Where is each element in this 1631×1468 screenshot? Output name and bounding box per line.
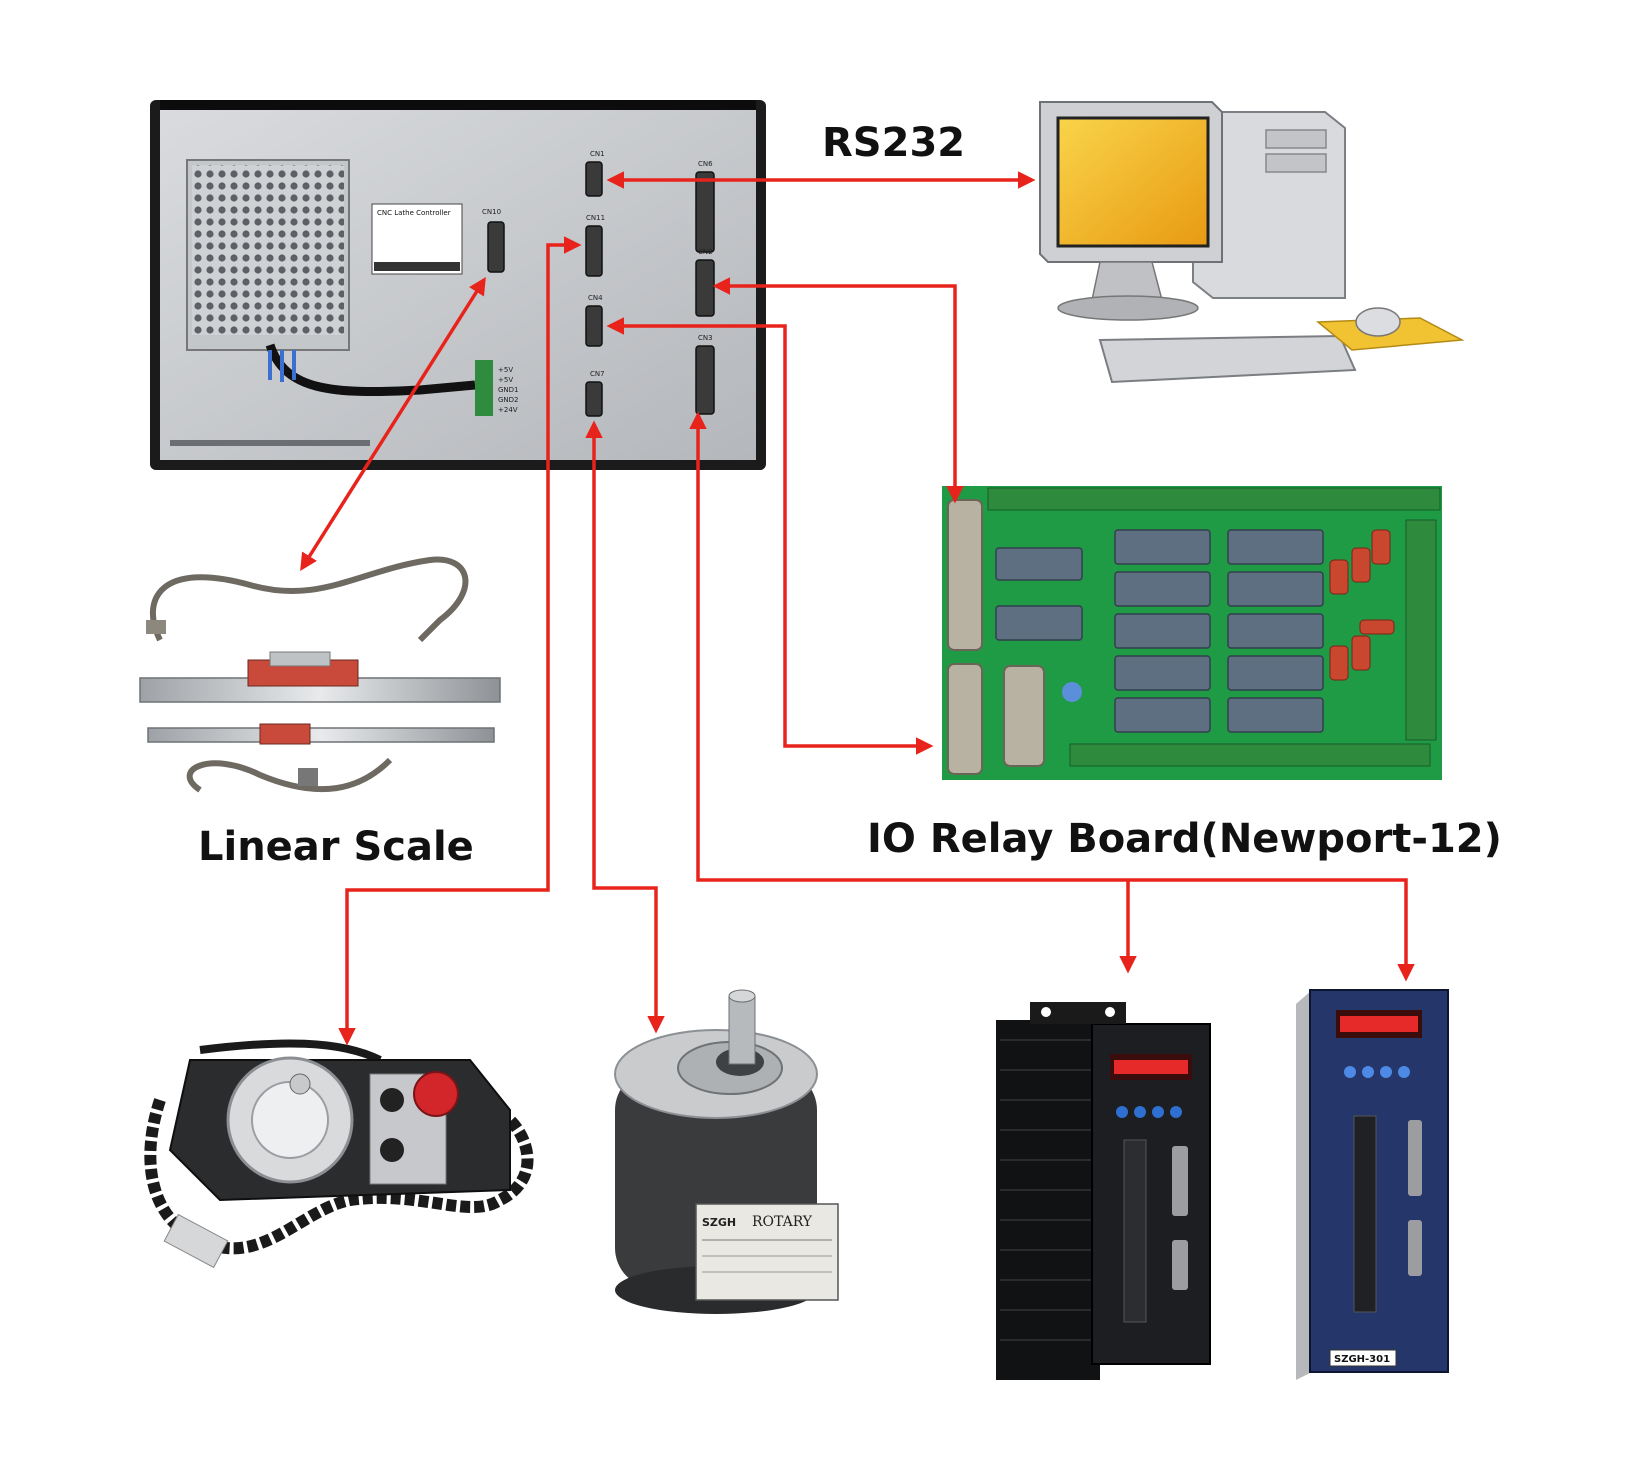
io-relay-board — [942, 486, 1442, 780]
terminal-label: GND2 — [498, 396, 519, 404]
port-label: CN11 — [586, 214, 605, 222]
port-label: CN10 — [482, 208, 501, 216]
cnc-controller: CNC Lathe Controller +5V +5V GND1 GND2 +… — [150, 100, 766, 470]
mpg-handwheel — [144, 1039, 534, 1269]
port-label: CN1 — [590, 150, 605, 158]
rs232-label: RS232 — [822, 120, 966, 166]
port-label: CN3 — [698, 334, 713, 342]
terminal-label: +24V — [498, 406, 518, 414]
terminal-label: +5V — [498, 376, 513, 384]
rotary-encoder: SZGH ROTARY — [614, 989, 839, 1314]
servo-drive-2: SZGH-301 — [1296, 989, 1449, 1380]
io-relay-board-label: IO Relay Board(Newport-12) — [867, 816, 1502, 862]
servo-model-tag: SZGH-301 — [1334, 1354, 1390, 1365]
terminal-label: GND1 — [498, 386, 519, 394]
encoder-brand: SZGH — [702, 1216, 736, 1229]
connection-arrows — [300, 171, 1415, 1046]
controller-label-plate: CNC Lathe Controller — [371, 203, 463, 275]
port-label: CN6 — [698, 160, 713, 168]
personal-computer — [1039, 101, 1465, 384]
encoder-title: ROTARY — [752, 1214, 813, 1230]
encoder-link-arrow — [585, 420, 665, 1034]
port-label: CN7 — [590, 370, 605, 378]
port-label: CN4 — [588, 294, 603, 302]
servo-drive-link-arrow — [689, 411, 1415, 982]
mpg-link-arrow — [338, 236, 582, 1046]
linear-scale-label: Linear Scale — [198, 824, 474, 870]
port-label: CN2 — [698, 248, 713, 256]
controller-title-text: CNC Lathe Controller — [377, 209, 451, 217]
servo-drive-1 — [996, 1002, 1211, 1380]
linear-scale — [139, 556, 501, 793]
encoder-label: SZGH ROTARY — [695, 1203, 839, 1301]
terminal-label: +5V — [498, 366, 513, 374]
